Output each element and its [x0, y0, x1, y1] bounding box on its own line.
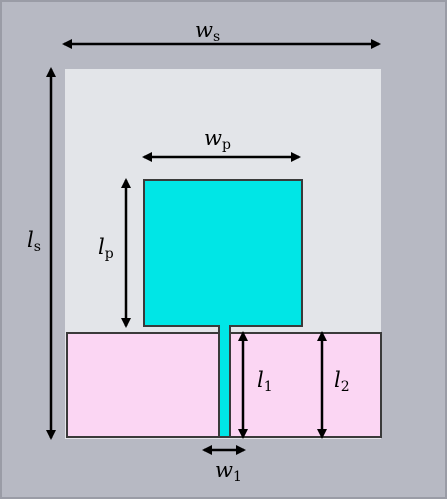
lp-label: lp [98, 235, 114, 262]
wp-label: wp [204, 126, 231, 153]
radiating-patch [143, 179, 303, 438]
l1-label: l1 [257, 368, 273, 395]
ws-label: ws [195, 18, 220, 45]
ls-label: ls [27, 228, 41, 255]
w1-label: w1 [215, 458, 242, 485]
l2-label: l2 [334, 368, 350, 395]
